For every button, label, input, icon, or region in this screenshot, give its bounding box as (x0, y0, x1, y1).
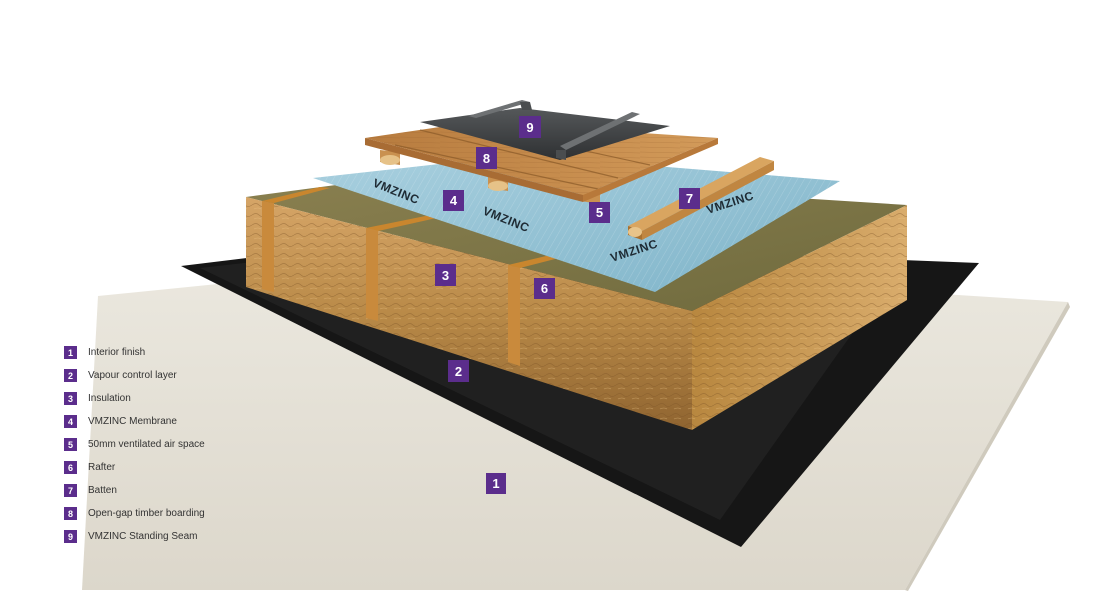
timber-boarding-side-edge (583, 138, 718, 202)
legend-label: Batten (88, 485, 117, 496)
legend-number-badge: 4 (64, 415, 77, 428)
svg-text:6: 6 (541, 281, 548, 296)
legend-label: Interior finish (88, 347, 146, 358)
timber-boarding-grain (365, 122, 718, 195)
legend-number-badge: 1 (64, 346, 77, 359)
svg-text:8: 8 (483, 151, 490, 166)
insulation-right-fibres (692, 205, 907, 430)
legend-item: 8 Open-gap timber boarding (64, 506, 205, 521)
legend-item: 7 Batten (64, 483, 205, 498)
callout-badge-9: 9 (519, 116, 541, 138)
interior-finish-edge (905, 302, 1070, 591)
legend-label: VMZINC Standing Seam (88, 531, 198, 542)
timber-boarding-front-edge (365, 138, 583, 202)
legend-number-badge: 5 (64, 438, 77, 451)
legend-label: Open-gap timber boarding (88, 508, 205, 519)
legend-item: 2 Vapour control layer (64, 368, 205, 383)
batten (628, 157, 774, 240)
svg-text:5: 5 (596, 205, 603, 220)
legend-number-badge: 3 (64, 392, 77, 405)
svg-text:4: 4 (450, 193, 458, 208)
legend-item: 3 Insulation (64, 391, 205, 406)
legend-label: Vapour control layer (88, 370, 177, 381)
legend-item: 4 VMZINC Membrane (64, 414, 205, 429)
legend-item: 6 Rafter (64, 460, 205, 475)
legend: 1 Interior finish 2 Vapour control layer… (64, 345, 205, 552)
legend-number-badge: 8 (64, 507, 77, 520)
legend-label: VMZINC Membrane (88, 416, 177, 427)
svg-text:9: 9 (526, 120, 533, 135)
legend-number-badge: 6 (64, 461, 77, 474)
callout-badge-3: 3 (435, 264, 456, 286)
legend-label: 50mm ventilated air space (88, 439, 205, 450)
callout-badge-4: 4 (443, 190, 464, 211)
svg-text:2: 2 (455, 364, 462, 379)
legend-label: Insulation (88, 393, 131, 404)
legend-label: Rafter (88, 462, 116, 473)
boarding-battens (380, 150, 600, 204)
callout-badge-2: 2 (448, 360, 469, 382)
legend-item: 1 Interior finish (64, 345, 205, 360)
callout-badge-7: 7 (679, 188, 700, 209)
legend-number-badge: 9 (64, 530, 77, 543)
svg-text:1: 1 (492, 476, 499, 491)
svg-text:3: 3 (442, 268, 449, 283)
callout-badge-8: 8 (476, 147, 497, 169)
legend-item: 5 50mm ventilated air space (64, 437, 205, 452)
insulation-front-fibres (246, 197, 692, 430)
legend-item: 9 VMZINC Standing Seam (64, 529, 205, 544)
callout-badge-6: 6 (534, 278, 555, 299)
svg-text:7: 7 (686, 191, 693, 206)
legend-number-badge: 2 (64, 369, 77, 382)
zinc-standing-seam-sheet (420, 108, 670, 160)
callout-badge-1: 1 (486, 473, 506, 494)
legend-number-badge: 7 (64, 484, 77, 497)
zinc-seams (468, 100, 640, 160)
callout-badge-5: 5 (589, 202, 610, 223)
